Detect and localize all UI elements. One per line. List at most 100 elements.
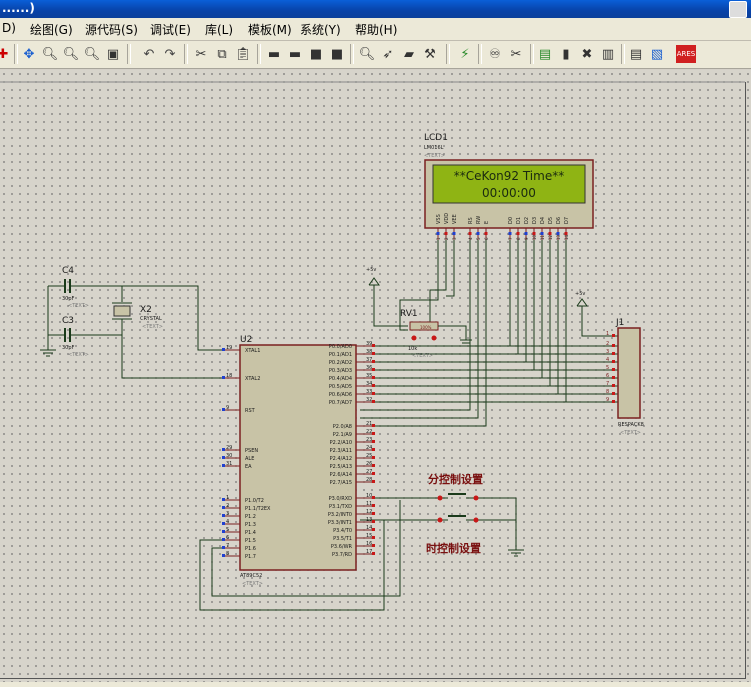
u2-pin-name: P1.6: [245, 546, 256, 552]
new-sheet-icon[interactable]: ▤: [538, 46, 552, 62]
block-move-icon[interactable]: ▬: [288, 46, 302, 62]
lcd-line1: **CeKon92 Time**: [454, 169, 564, 183]
status-bar: [0, 682, 751, 687]
search-tag-icon[interactable]: ♾: [489, 46, 501, 62]
rv1-plus-button[interactable]: [431, 335, 437, 341]
u2-pin-name: P2.0/A8: [333, 424, 352, 430]
j1-pin-dot: [612, 360, 615, 363]
u2-pin-name: ALE: [245, 456, 254, 462]
u2-pin-number: 27: [366, 469, 372, 475]
u2-pin-dot: [372, 440, 375, 443]
menu-bar: D) 绘图(G) 源代码(S) 调试(E) 库(L) 模板(M) 系统(Y) 帮…: [0, 18, 751, 41]
electrical-check-icon[interactable]: ▧: [650, 46, 664, 62]
button-min-contact[interactable]: [437, 495, 443, 501]
paste-icon[interactable]: 📋︎: [234, 46, 252, 62]
u2-pin-dot: [222, 456, 225, 459]
u2-pin-dot: [372, 352, 375, 355]
c4-ref: C4: [62, 266, 74, 276]
u2-pin-number: 19: [226, 345, 232, 351]
button-hour-contact[interactable]: [437, 517, 443, 523]
ares-icon[interactable]: ARES: [676, 45, 696, 63]
u2-pin-dot: [372, 456, 375, 459]
menu-item-help[interactable]: 帮助(H): [355, 23, 398, 37]
wire-autoroute-icon[interactable]: ⚡: [460, 46, 470, 62]
zoom-out-icon[interactable]: 🔍︎: [62, 46, 80, 62]
u2-pin-dot: [372, 368, 375, 371]
u2-pin-name: RST: [245, 408, 256, 414]
crosshair-icon[interactable]: ✥: [23, 46, 35, 62]
lcd-pin-name: VDD: [444, 213, 450, 224]
menu-item-template[interactable]: 模板(M): [248, 23, 292, 37]
block-rotate-icon[interactable]: ■: [309, 46, 323, 62]
toolbar-separator: [257, 44, 261, 64]
menu-item-source[interactable]: 源代码(S): [85, 23, 138, 37]
toolbar-edge-icon[interactable]: ✚: [0, 46, 9, 62]
c3-text: <TEXT>: [68, 352, 89, 358]
u2-pin-number: 18: [226, 373, 232, 379]
power-label-1: +5v: [366, 267, 376, 273]
rv1-text: <TEXT>: [412, 353, 433, 359]
lcd-pin-number: 8: [516, 237, 521, 240]
lcd-pin-dot: [564, 232, 568, 235]
u2-pin-number: 16: [366, 541, 372, 547]
u2-pin-name: XTAL1: [245, 348, 260, 354]
u2-pin-dot: [222, 506, 225, 509]
copy-icon[interactable]: ⧉: [217, 46, 227, 62]
u2-pin-name: P3.0/RXD: [329, 496, 353, 502]
menu-item-system[interactable]: 系统(Y): [300, 23, 341, 37]
u2-pin-number: 2: [226, 503, 229, 509]
u2-pin-dot: [222, 514, 225, 517]
u2-pin-name: P2.3/A11: [330, 448, 352, 454]
decompose-icon[interactable]: ⚒: [424, 46, 436, 62]
toolbar-separator: [184, 44, 188, 64]
power-label-2: +5v: [575, 291, 585, 297]
lcd-pin-name: RS: [468, 217, 474, 224]
j1-body[interactable]: [617, 327, 641, 419]
netlist-icon[interactable]: ✖: [581, 46, 593, 62]
block-copy-icon[interactable]: ▬: [267, 46, 281, 62]
rv1-minus-button[interactable]: [411, 335, 417, 341]
toolbar-separator: [446, 44, 450, 64]
u2-pin-number: 15: [366, 533, 372, 539]
zoom-area-icon[interactable]: ▣: [106, 46, 120, 62]
undo-icon[interactable]: ↶: [143, 46, 155, 62]
u2-body[interactable]: [239, 344, 357, 571]
make-device-icon[interactable]: ➶: [382, 46, 394, 62]
zoom-all-icon[interactable]: 🔍︎: [83, 46, 101, 62]
u2-pin-name: P0.6/AD6: [329, 392, 352, 398]
u2-pin-dot: [372, 432, 375, 435]
lcd-pin-dot: [516, 232, 520, 235]
packaging-tool-icon[interactable]: ▰: [404, 46, 414, 62]
u2-pin-name: P1.4: [245, 530, 256, 536]
button-min-contact[interactable]: [473, 495, 479, 501]
redo-icon[interactable]: ↷: [164, 46, 176, 62]
u2-pin-name: P3.3/INT1: [328, 520, 352, 526]
lcd-pin-dot: [508, 232, 512, 235]
property-assign-icon[interactable]: ✂: [510, 46, 522, 62]
j1-pin-number: 2: [606, 341, 609, 347]
menu-item-d[interactable]: D): [2, 21, 16, 35]
u2-pin-name: P0.2/AD2: [329, 360, 352, 366]
u2-pin-name: P1.1/T2EX: [245, 506, 271, 512]
menu-item-draw[interactable]: 绘图(G): [30, 23, 73, 37]
toolbar-separator: [621, 44, 625, 64]
zoom-in-icon[interactable]: 🔍︎: [41, 46, 59, 62]
cut-icon[interactable]: ✂: [195, 46, 207, 62]
remove-sheet-icon[interactable]: ▮: [562, 46, 570, 62]
bill-of-materials-icon[interactable]: ▥: [601, 46, 615, 62]
window-control-button[interactable]: [729, 1, 747, 18]
electrical-rules-icon[interactable]: ▤: [629, 46, 643, 62]
menu-item-debug[interactable]: 调试(E): [150, 23, 191, 37]
u2-pin-name: P1.3: [245, 522, 256, 528]
u2-pin-dot: [222, 348, 225, 351]
lcd-pin-name: D6: [556, 217, 562, 224]
block-delete-icon[interactable]: ■: [330, 46, 344, 62]
u2-pin-number: 32: [366, 397, 372, 403]
menu-item-library[interactable]: 库(L): [205, 23, 234, 37]
lcd-pin-number: 7: [508, 237, 513, 240]
schematic-canvas[interactable]: [0, 70, 751, 682]
button-hour-contact[interactable]: [473, 517, 479, 523]
pick-device-icon[interactable]: 🔍︎: [358, 46, 376, 62]
lcd-pin-dot: [476, 232, 480, 235]
lcd-pin-number: 4: [468, 237, 473, 240]
